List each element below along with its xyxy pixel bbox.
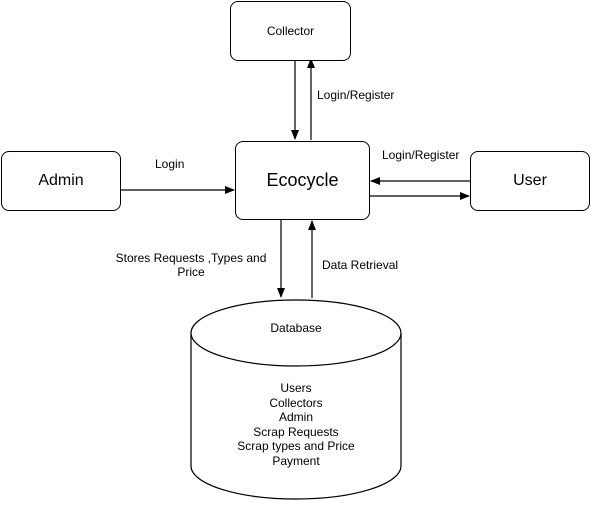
collector-node: Collector — [230, 1, 351, 61]
admin-label: Admin — [38, 172, 84, 189]
database-title: Database — [270, 321, 322, 335]
stores-requests-line2: Price — [177, 265, 205, 279]
database-item-scrap-types-price: Scrap types and Price — [237, 439, 355, 453]
user-login-register-label: Login/Register — [382, 148, 460, 162]
data-retrieval-label: Data Retrieval — [322, 258, 399, 272]
ecocycle-label: Ecocycle — [266, 170, 339, 190]
database-item-payment: Payment — [272, 453, 320, 468]
user-node: User — [470, 151, 590, 211]
stores-requests-label: Stores Requests ,Types and Price — [108, 251, 274, 279]
collector-label: Collector — [266, 24, 315, 38]
database-cylinder — [190, 299, 402, 500]
database-item-scrap-requests: Scrap Requests — [253, 424, 339, 439]
database-item-users: Users — [280, 381, 312, 395]
collector-login-register-label: Login/Register — [317, 88, 395, 102]
ecocycle-node: Ecocycle — [235, 141, 370, 220]
admin-node: Admin — [1, 151, 121, 211]
database-item-admin: Admin — [278, 410, 313, 424]
database-items-list: Users Collectors Admin Scrap Requests Sc… — [190, 381, 402, 468]
admin-login-label: Login — [155, 157, 185, 171]
stores-requests-line1: Stores Requests ,Types and — [115, 251, 267, 265]
database-item-collectors: Collectors — [269, 395, 323, 410]
user-label: User — [513, 172, 547, 189]
